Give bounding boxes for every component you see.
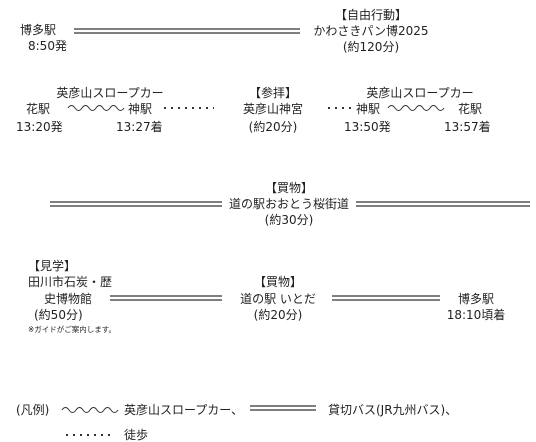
visit-place: 英彦山神宮	[242, 102, 303, 116]
bus-line-to-ooto	[50, 201, 222, 207]
free-action-tag: 【自由行動】	[334, 8, 407, 22]
hana-depart-time: 13:20発	[16, 120, 63, 134]
kami-station-left: 神駅	[128, 102, 153, 116]
tour-duration: (約50分)	[34, 308, 83, 322]
tour-place-line2: 史博物館	[44, 292, 93, 306]
slope-car-title-left: 英彦山スロープカー	[56, 86, 164, 100]
shop-tag: 【買物】	[264, 181, 313, 195]
shop2-place: 道の駅 いとだ	[240, 292, 316, 306]
hana-arrive-time: 13:57着	[444, 120, 491, 134]
bus-line-itoda-to-hakata	[332, 295, 440, 301]
bus-line-hakata-to-panhaku	[74, 28, 300, 34]
slope-car-title-right: 英彦山スロープカー	[366, 86, 474, 100]
free-action-duration: (約120分)	[342, 40, 400, 54]
legend-wave-symbol	[61, 407, 119, 413]
bus-line-from-ooto	[356, 201, 530, 207]
start-station: 博多駅	[20, 23, 57, 37]
guide-note: ※ガイドがご案内します。	[28, 325, 117, 334]
legend-label: (凡例)	[16, 403, 50, 417]
tour-tag: 【見学】	[28, 259, 77, 273]
hana-station-right: 花駅	[458, 102, 483, 116]
kami-station-right: 神駅	[356, 102, 381, 116]
free-action-place: かわさきパン博2025	[313, 24, 429, 38]
start-time: 8:50発	[28, 39, 67, 53]
shop2-duration: (約20分)	[253, 308, 303, 322]
end-time: 18:10頃着	[446, 308, 506, 322]
legend-walk: 徒歩	[124, 428, 149, 442]
visit-duration: (約20分)	[248, 120, 298, 134]
legend-bus-symbol	[250, 405, 316, 411]
kami-depart-time: 13:50発	[344, 120, 391, 134]
slope-car-wave-right	[387, 105, 445, 111]
legend-slope-car: 英彦山スロープカー、	[124, 403, 244, 417]
shop-place: 道の駅おおとう桜街道	[228, 197, 349, 211]
shop-duration: (約30分)	[264, 213, 314, 227]
visit-tag: 【参拝】	[248, 86, 297, 100]
shop2-tag: 【買物】	[253, 275, 302, 289]
hana-station-left: 花駅	[26, 102, 51, 116]
kami-arrive-time: 13:27着	[116, 120, 163, 134]
slope-car-wave-left	[67, 105, 125, 111]
bus-line-museum-to-itoda	[110, 295, 222, 301]
legend-bus: 貸切バス(JR九州バス)、	[328, 403, 458, 417]
end-station: 博多駅	[457, 292, 494, 306]
tour-place-line1: 田川市石炭・歴	[28, 275, 113, 289]
